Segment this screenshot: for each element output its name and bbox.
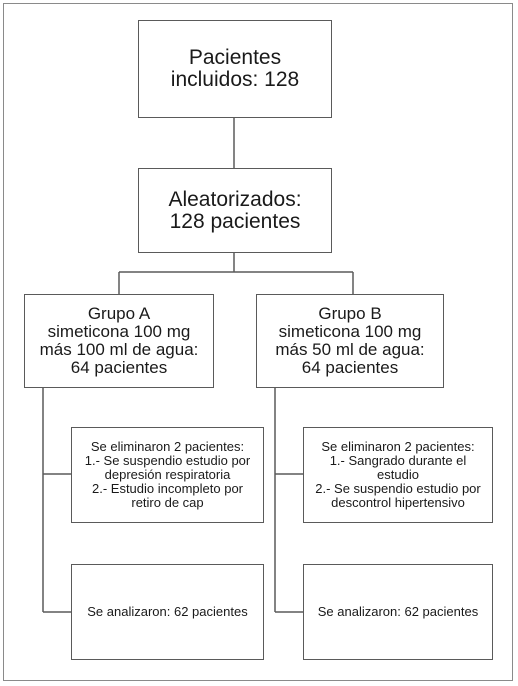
group-b-excluded-reason-1-cont: estudio — [377, 467, 419, 482]
group-b-analyzed-text: Se analizaron: 62 pacientes — [317, 604, 479, 619]
group-b-count: 64 pacientes — [301, 358, 399, 377]
group-a-analyzed-box: Se analizaron: 62 pacientes — [71, 564, 264, 660]
group-a-drug: simeticona 100 mg — [47, 322, 191, 341]
included-count: incluidos: 128 — [170, 68, 300, 91]
group-b-excluded-title: Se eliminaron 2 pacientes: — [321, 439, 475, 454]
group-b-excluded-box: Se eliminaron 2 pacientes: 1.- Sangrado … — [303, 427, 493, 523]
group-a-excluded-reason-2: 2.- Estudio incompleto por — [91, 481, 244, 496]
randomized-label: Aleatorizados: — [168, 187, 302, 211]
group-b-excluded-reason-1: 1.- Sangrado durante el — [329, 453, 467, 468]
group-b-excluded-reason-2: 2.- Se suspendio estudio por — [315, 481, 481, 496]
group-a-excluded-reason-1-cont: depresión respiratoria — [104, 467, 231, 482]
group-a-water: más 100 ml de agua: — [39, 340, 199, 359]
group-b-title: Grupo B — [318, 304, 382, 323]
group-a-analyzed-text: Se analizaron: 62 pacientes — [87, 604, 248, 619]
group-a-excluded-reason-1: 1.- Se suspendio estudio por — [84, 453, 251, 468]
group-b-box: Grupo B simeticona 100 mg más 50 ml de a… — [256, 294, 444, 388]
group-a-title: Grupo A — [87, 304, 151, 323]
included-box: Pacientes incluidos: 128 — [138, 20, 332, 118]
group-a-excluded-reason-2-cont: retiro de cap — [131, 495, 204, 510]
group-a-count: 64 pacientes — [70, 358, 168, 377]
figure-frame — [3, 3, 513, 681]
randomized-count: 128 pacientes — [169, 209, 301, 233]
group-a-excluded-box: Se eliminaron 2 pacientes: 1.- Se suspen… — [71, 427, 264, 523]
group-b-water: más 50 ml de agua: — [275, 340, 425, 359]
group-b-drug: simeticona 100 mg — [278, 322, 422, 341]
group-a-excluded-title: Se eliminaron 2 pacientes: — [90, 439, 245, 454]
included-label: Pacientes — [188, 46, 282, 69]
group-b-analyzed-box: Se analizaron: 62 pacientes — [303, 564, 493, 660]
randomized-box: Aleatorizados: 128 pacientes — [138, 168, 332, 253]
group-b-excluded-reason-2-cont: descontrol hipertensivo — [331, 495, 465, 510]
group-a-box: Grupo A simeticona 100 mg más 100 ml de … — [24, 294, 214, 388]
